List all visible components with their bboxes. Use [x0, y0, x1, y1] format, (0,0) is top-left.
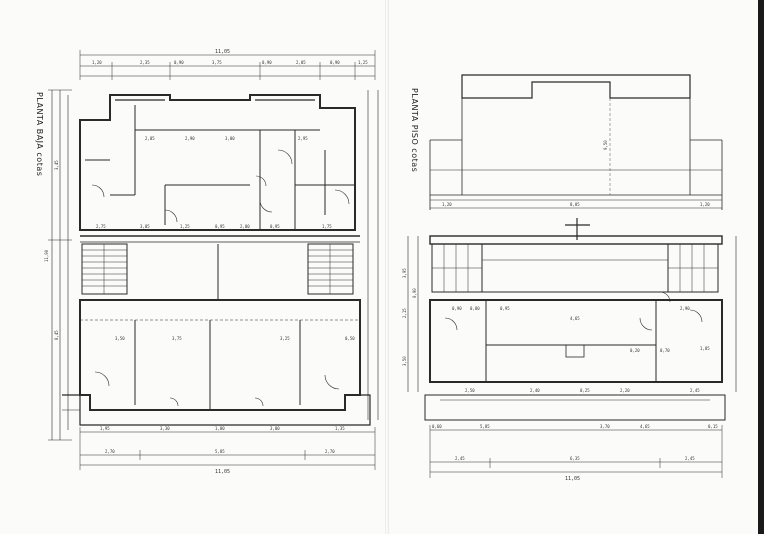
pb-room-dim: 0,95	[215, 224, 225, 229]
paper-fold	[385, 0, 389, 534]
pp-room-dim: 2,20	[620, 388, 630, 393]
pp-top-dim: 1,20	[700, 202, 710, 207]
pb-top-dim: 0,90	[174, 60, 184, 65]
pb-room-dim: 2,05	[145, 136, 155, 141]
pb-room-dim: 2,00	[240, 224, 250, 229]
pb-top-dim: 0,90	[262, 60, 272, 65]
pp-room-dim: 2,40	[530, 388, 540, 393]
pp-bottom-mid-dim: 5,85	[480, 424, 490, 429]
pb-room-dim: 3,00	[225, 136, 235, 141]
pb-bottom-mid-dim: 1,95	[100, 426, 110, 431]
pb-bottom-mid-dim: 1,80	[215, 426, 225, 431]
pb-bottom-dim: 2,70	[105, 449, 115, 454]
pb-room-dim: 3,05	[140, 224, 150, 229]
pb-room-dim: 1,25	[180, 224, 190, 229]
pb-bottom-mid-dim: 1,35	[335, 426, 345, 431]
pp-room-dim: 0,95	[500, 306, 510, 311]
pp-bottom-mid-dim: 0,15	[708, 424, 718, 429]
planta-baja-dimensions: 11,05 1,20 2,35 0,90 3,75 0,90 2,05 0,90…	[44, 49, 368, 475]
pb-top-dim: 0,90	[330, 60, 340, 65]
pp-room-dim: 0,80	[470, 306, 480, 311]
pp-upper-height: 9,50	[603, 140, 608, 150]
scan-edge	[758, 0, 764, 534]
pb-bottom-total: 11,05	[215, 469, 230, 475]
pp-bottom-mid-dim: 0,60	[432, 424, 442, 429]
pp-room-dim: 0,25	[580, 388, 590, 393]
pb-top-dim: 2,05	[296, 60, 306, 65]
pb-left-total: 11,90	[44, 249, 49, 262]
pb-bottom-mid-dim: 3,00	[270, 426, 280, 431]
pp-bottom-dim: 2,45	[685, 456, 695, 461]
pb-room-dim: 0,50	[345, 336, 355, 341]
pb-room-dim: 2,90	[185, 136, 195, 141]
pp-room-dim: 0,70	[660, 348, 670, 353]
pp-left-dim: 3,95	[402, 268, 407, 278]
pp-room-dim: 2,50	[465, 388, 475, 393]
planta-piso-dimensions: 1,20 8,85 1,20 9,50 0,90 0,80 4,65 2,50 …	[402, 140, 718, 482]
pp-top-dim: 8,85	[570, 202, 580, 207]
pp-room-dim: 4,65	[570, 316, 580, 321]
pp-left-dim: 2,15	[402, 308, 407, 318]
pp-bottom-mid-dim: 3,70	[600, 424, 610, 429]
pb-room-dim: 3,75	[172, 336, 182, 341]
pp-bottom-dim: 6,35	[570, 456, 580, 461]
pb-left-dim: 3,45	[54, 160, 59, 170]
pb-top-dim: 1,25	[358, 60, 368, 65]
pb-top-dim: 3,75	[212, 60, 222, 65]
pp-room-dim: 1,85	[700, 346, 710, 351]
pp-top-dim: 1,20	[442, 202, 452, 207]
planta-piso-plan	[407, 74, 737, 478]
pb-bottom-dim: 2,70	[325, 449, 335, 454]
pb-top-dim: 2,35	[140, 60, 150, 65]
pb-room-dim: 1,75	[322, 224, 332, 229]
pp-room-dim: 0,20	[630, 348, 640, 353]
pb-room-dim: 2,95	[298, 136, 308, 141]
pb-bottom-dim: 5,85	[215, 449, 225, 454]
pb-top-total: 11,05	[215, 49, 230, 55]
pp-room-dim: 2,45	[690, 388, 700, 393]
planta-baja-plan	[48, 50, 379, 470]
pp-bottom-total: 11,05	[565, 476, 580, 482]
pp-room-dim: 0,90	[452, 306, 462, 311]
pp-left-dim: 0,90	[412, 288, 417, 298]
pp-bottom-mid-dim: 4,65	[640, 424, 650, 429]
pb-room-dim: 0,95	[270, 224, 280, 229]
pb-room-dim: 3,50	[115, 336, 125, 341]
pb-left-dim: 8,45	[54, 330, 59, 340]
pp-left-dim: 3,50	[402, 356, 407, 366]
pb-bottom-mid-dim: 3,30	[160, 426, 170, 431]
pp-room-dim: 2,90	[680, 306, 690, 311]
pb-room-dim: 3,25	[280, 336, 290, 341]
pb-room-dim: 2,75	[96, 224, 106, 229]
pp-bottom-dim: 2,45	[455, 456, 465, 461]
pb-top-dim: 1,20	[92, 60, 102, 65]
